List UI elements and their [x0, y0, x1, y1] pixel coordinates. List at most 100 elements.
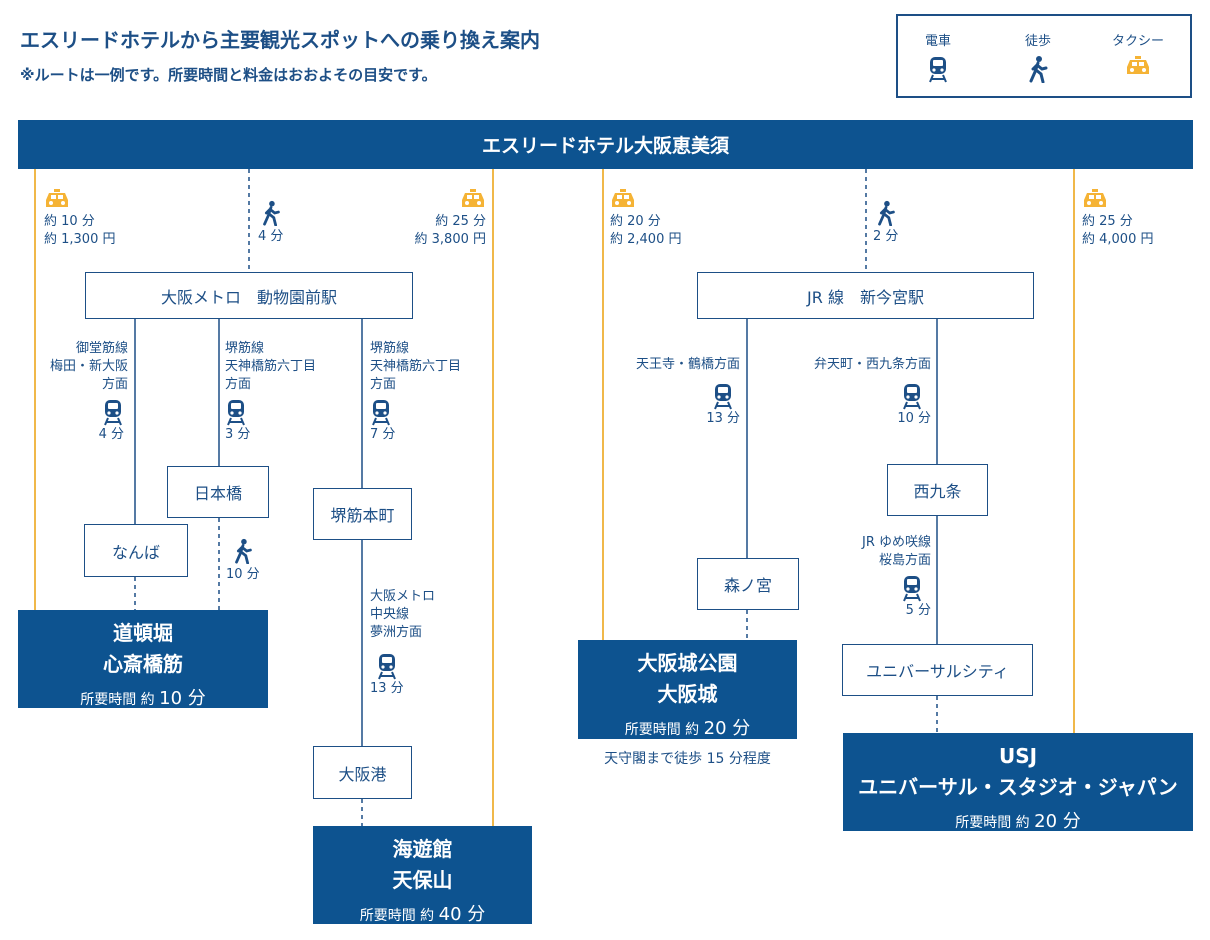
route-direction: 梅田・新大阪 [49, 359, 128, 374]
taxi-icon [460, 188, 486, 210]
legend-train: 電車 [898, 30, 978, 83]
legend-train-label: 電車 [924, 34, 951, 49]
dest-time-row: 所要時間 約 20 分 [578, 714, 797, 740]
station-namba: なんば [84, 524, 188, 577]
route-line-name: 中央線 [370, 607, 410, 622]
walk-time: 4 分 [258, 229, 284, 244]
route-line: 御堂筋線 [75, 341, 128, 356]
route-loop-east: 天王寺・鶴橋方面 13 分 [600, 356, 740, 428]
walk-time: 10 分 [226, 567, 260, 582]
hotel-banner: エスリードホテル大阪恵美須 [18, 120, 1193, 169]
station-nishikujo: 西九条 [887, 464, 988, 516]
taxi-icon [610, 188, 636, 210]
station-osakako: 大阪港 [313, 746, 412, 799]
route-direction: 天神橋筋六丁目 [370, 359, 462, 374]
taxi-kaiyukan: 約 25 分 約 3,800 円 [388, 188, 486, 249]
route-time: 10 分 [897, 411, 931, 426]
taxi-fare: 約 1,300 円 [44, 232, 116, 247]
taxi-usj: 約 25 分 約 4,000 円 [1082, 188, 1153, 249]
dest-osakajo: 大阪城公園 大阪城 所要時間 約 20 分 [578, 640, 797, 739]
dest-time-label: 所要時間 約 [80, 692, 155, 708]
station-nipponbashi: 日本橋 [167, 466, 269, 518]
taxi-dotonbori: 約 10 分 約 1,300 円 [44, 188, 115, 249]
dest-name: 海遊館 [392, 837, 453, 861]
dest-time-row: 所要時間 約 40 分 [313, 900, 532, 926]
route-time: 5 分 [905, 603, 931, 618]
route-line: 堺筋線 [370, 341, 410, 356]
dest-name-sub: 大阪城 [657, 682, 718, 706]
dest-dotonbori: 道頓堀 心斎橋筋 所要時間 約 10 分 [18, 610, 268, 709]
route-direction: 天王寺・鶴橋方面 [635, 357, 740, 372]
train-icon [927, 55, 949, 83]
route-line: 大阪メトロ [370, 589, 436, 604]
route-direction: 弁天町・西九条方面 [813, 357, 931, 372]
dest-usj: USJ ユニバーサル・スタジオ・ジャパン 所要時間 約 20 分 [843, 733, 1193, 833]
station-morinomiya: 森ノ宮 [697, 558, 799, 610]
taxi-fare: 約 4,000 円 [1082, 232, 1154, 247]
walk-to-dobutsuen: 4 分 [258, 200, 283, 246]
route-time: 7 分 [370, 427, 396, 442]
route-yumesaki: JR ゆめ咲線 桜島方面 5 分 [810, 534, 931, 620]
dest-time: 20 分 [1034, 811, 1081, 832]
page-subtitle: ※ルートは一例です。所要時間と料金はおおよその目安です。 [20, 66, 437, 84]
train-icon [102, 398, 124, 426]
route-chuo: 大阪メトロ 中央線 夢洲方面 13 分 [370, 588, 435, 698]
taxi-icon [44, 188, 70, 210]
walk-time: 2 分 [873, 229, 899, 244]
dest-name: USJ [998, 744, 1038, 768]
station-dobutsuen: 大阪メトロ 動物園前駅 [85, 272, 413, 319]
station-universal-city: ユニバーサルシティ [842, 644, 1033, 696]
station-sakaisujihonmachi: 堺筋本町 [313, 488, 412, 540]
page-title: エスリードホテルから主要観光スポットへの乗り換え案内 [20, 28, 540, 52]
dest-time-label: 所要時間 約 [955, 815, 1030, 831]
dest-name: 道頓堀 [113, 621, 173, 645]
dest-name-sub: 心斎橋筋 [103, 652, 183, 676]
route-direction: 天神橋筋六丁目 [225, 359, 317, 374]
walk-nipponbashi-shinsaibashi: 10 分 [226, 538, 260, 584]
taxi-icon [1125, 55, 1151, 77]
station-shinimamiya: JR 線 新今宮駅 [697, 272, 1034, 319]
train-icon [901, 382, 923, 410]
route-time: 4 分 [98, 427, 124, 442]
route-direction: 夢洲方面 [370, 625, 423, 640]
route-time: 13 分 [706, 411, 740, 426]
route-direction-suffix: 方面 [370, 377, 397, 392]
legend-taxi: タクシー [1098, 30, 1178, 77]
taxi-time: 約 10 分 [44, 214, 95, 229]
dest-name-sub: ユニバーサル・スタジオ・ジャパン [858, 775, 1178, 799]
dest-name-sub: 天保山 [392, 868, 453, 892]
route-direction-suffix: 方面 [225, 377, 252, 392]
walk-to-shinimamiya: 2 分 [873, 200, 898, 246]
train-icon [901, 574, 923, 602]
dest-osakajo-note: 天守閣まで徒歩 15 分程度 [604, 751, 771, 767]
dest-time-row: 所要時間 約 20 分 [843, 807, 1193, 833]
legend-taxi-label: タクシー [1111, 34, 1164, 49]
legend-walk: 徒歩 [998, 30, 1078, 83]
walk-icon [875, 200, 897, 226]
taxi-osakajo: 約 20 分 約 2,400 円 [610, 188, 681, 249]
legend: 電車 徒歩 タクシー [896, 14, 1192, 98]
route-sakaisuji-honmachi: 堺筋線 天神橋筋六丁目 方面 7 分 [370, 340, 461, 444]
route-line: 堺筋線 [225, 341, 265, 356]
taxi-fare: 約 2,400 円 [610, 232, 682, 247]
route-midosuji: 御堂筋線 梅田・新大阪 方面 4 分 [28, 340, 128, 444]
dest-time: 10 分 [159, 688, 206, 709]
walk-icon [232, 538, 254, 564]
walk-icon [1027, 55, 1049, 83]
train-icon [225, 398, 247, 426]
taxi-icon [1082, 188, 1108, 210]
dest-time: 40 分 [438, 904, 486, 925]
taxi-time: 約 25 分 [1082, 214, 1133, 229]
walk-icon [260, 200, 282, 226]
route-time: 13 分 [370, 681, 404, 696]
route-loop-west: 弁天町・西九条方面 10 分 [780, 356, 931, 428]
dest-time-label: 所要時間 約 [359, 908, 435, 924]
taxi-time: 約 20 分 [610, 214, 661, 229]
dest-name: 大阪城公園 [637, 651, 738, 675]
dest-kaiyukan: 海遊館 天保山 所要時間 約 40 分 [313, 826, 532, 926]
train-icon [376, 652, 398, 680]
route-direction-suffix: 方面 [101, 377, 128, 392]
train-icon [370, 398, 392, 426]
route-time: 3 分 [225, 427, 251, 442]
